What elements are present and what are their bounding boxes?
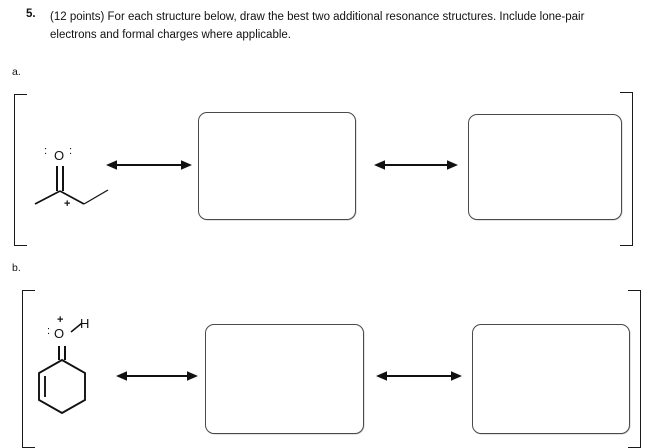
- answer-box-a-2[interactable]: [468, 114, 622, 220]
- hydrogen-atom-b: H: [80, 316, 90, 331]
- resonance-bracket-right-a: [620, 92, 633, 246]
- question-prompt: (12 points) For each structure below, dr…: [50, 11, 585, 41]
- oxygen-atom-a: O: [54, 148, 65, 163]
- lone-pair-left-b: :: [47, 325, 51, 337]
- answer-box-b-2[interactable]: [472, 324, 630, 434]
- formal-charge-plus-b: +: [57, 314, 64, 326]
- molecule-b-skeleton: [38, 322, 86, 415]
- answer-box-a-1[interactable]: [198, 112, 356, 220]
- oxygen-atom-b: O: [54, 326, 65, 341]
- resonance-bracket-left-a: [14, 94, 27, 246]
- lone-pair-right-a: :: [69, 145, 74, 157]
- part-label-a: a.: [12, 66, 21, 78]
- resonance-arrow-a-2: [374, 157, 458, 173]
- resonance-arrow-b-2: [376, 368, 462, 384]
- part-label-b: b.: [12, 262, 21, 274]
- lone-pair-left-a: :: [44, 145, 49, 157]
- resonance-arrow-a-1: [106, 157, 192, 173]
- molecule-a-skeleton: [34, 166, 109, 205]
- answer-box-b-1[interactable]: [205, 324, 364, 434]
- molecule-structure-a: : O : +: [22, 142, 118, 220]
- molecule-structure-b: : + O H: [26, 308, 136, 426]
- formal-charge-plus-a: +: [64, 198, 71, 210]
- resonance-arrow-b-1: [116, 368, 198, 384]
- question-number: 5.: [26, 8, 36, 20]
